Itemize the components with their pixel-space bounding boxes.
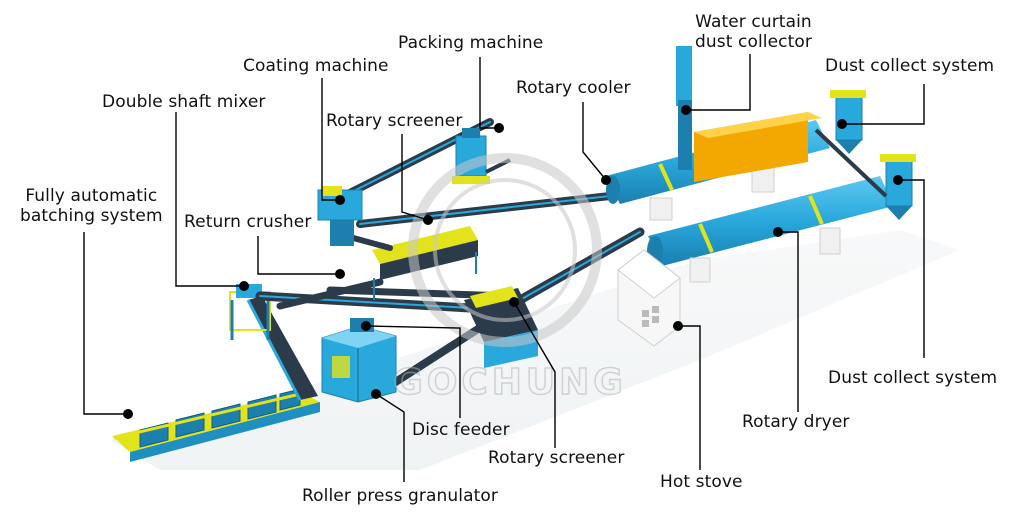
label-packing-machine: Packing machine — [398, 33, 544, 53]
label-water-curtain: Water curtain dust collector — [695, 12, 812, 52]
dot-double-shaft-mixer — [239, 281, 249, 291]
label-coating-machine: Coating machine — [243, 56, 389, 76]
label-fully-automatic: Fully automatic batching system — [20, 186, 163, 226]
dot-dust-collect-top — [837, 119, 847, 129]
dot-return-crusher — [335, 269, 345, 279]
upper-screener-graphic — [372, 226, 478, 300]
label-disc-feeder: Disc feeder — [412, 420, 510, 440]
dust-collectors-graphic — [814, 90, 916, 220]
label-return-crusher: Return crusher — [184, 212, 312, 232]
label-hot-stove: Hot stove — [660, 472, 743, 492]
dot-water-curtain — [681, 105, 691, 115]
dot-roller-press — [371, 389, 381, 399]
label-dust-collect-system-top: Dust collect system — [825, 56, 995, 76]
label-fully-automatic-line1: Fully automatic — [25, 186, 158, 206]
leader-lines — [83, 54, 925, 482]
dot-dust-collect-bottom — [893, 175, 903, 185]
roller-press-granulator-graphic — [321, 318, 397, 403]
leader-dots — [123, 105, 903, 419]
dot-coating-machine — [335, 195, 345, 205]
conveyor-batching-to-mixer — [246, 296, 318, 401]
label-water-curtain-line1: Water curtain — [695, 12, 812, 32]
label-rotary-screener-top: Rotary screener — [326, 111, 463, 131]
label-rotary-dryer: Rotary dryer — [742, 412, 850, 432]
dot-hot-stove — [673, 321, 683, 331]
watermark-logo: GOCHUNG — [392, 153, 627, 404]
dot-rotary-cooler — [601, 175, 611, 185]
label-fully-automatic-line2: batching system — [20, 206, 163, 226]
water-curtain-graphic — [676, 46, 822, 182]
watermark-text: GOCHUNG — [393, 362, 627, 403]
dot-fully-automatic — [123, 409, 133, 419]
label-double-shaft-mixer: Double shaft mixer — [102, 92, 266, 112]
dot-rotary-screener-top — [423, 215, 433, 225]
rotary-dryer-graphic — [647, 176, 894, 283]
dot-packing-machine — [494, 123, 504, 133]
batching-system-graphic — [112, 388, 320, 462]
label-water-curtain-line2: dust collector — [695, 32, 812, 52]
label-rotary-cooler: Rotary cooler — [516, 78, 631, 98]
dot-rotary-screener-bottom — [509, 297, 519, 307]
rotary-screener-bottom-graphic — [464, 286, 538, 368]
dot-rotary-dryer — [773, 227, 783, 237]
label-dust-collect-system-bottom: Dust collect system — [828, 368, 998, 388]
dot-disc-feeder — [361, 321, 371, 331]
label-roller-press-granulator: Roller press granulator — [302, 486, 498, 506]
hot-stove-graphic — [617, 249, 681, 347]
label-rotary-screener-bottom: Rotary screener — [488, 448, 625, 468]
